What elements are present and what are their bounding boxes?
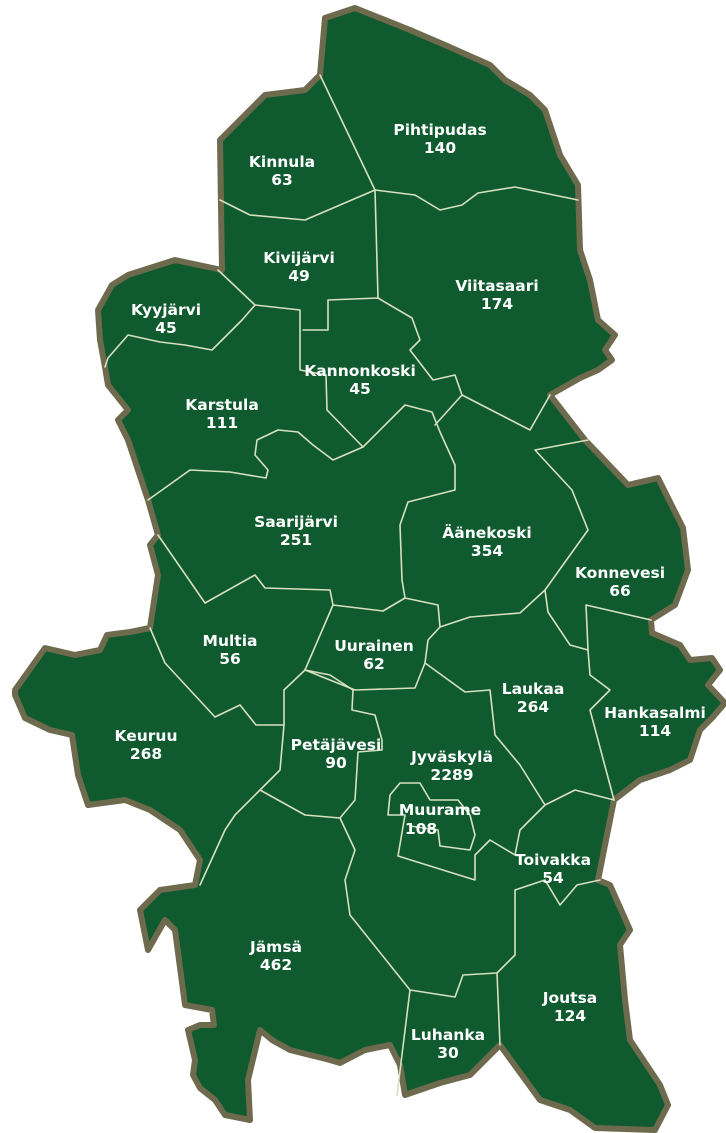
label-pihtipudas: Pihtipudas 140 [393, 121, 486, 157]
name-laukaa: Laukaa [502, 680, 565, 698]
name-luhanka: Luhanka [411, 1026, 485, 1044]
name-uurainen: Uurainen [334, 637, 414, 655]
name-hankasalmi: Hankasalmi [604, 704, 706, 722]
label-karstula: Karstula 111 [185, 396, 259, 432]
label-kinnula: Kinnula 63 [249, 153, 315, 189]
label-laukaa: Laukaa 264 [502, 680, 565, 716]
value-joutsa: 124 [554, 1007, 587, 1025]
value-kannonkoski: 45 [349, 380, 371, 398]
label-multia: Multia 56 [203, 632, 258, 668]
label-joutsa: Joutsa 124 [542, 989, 598, 1025]
name-jamsa: Jämsä [249, 938, 302, 956]
value-toivakka: 54 [542, 869, 564, 887]
region-outline [12, 5, 726, 1133]
value-muurame: 108 [405, 820, 437, 838]
value-saarijarvi: 251 [280, 531, 312, 549]
label-toivakka: Toivakka 54 [515, 851, 591, 887]
name-viitasaari: Viitasaari [455, 277, 538, 295]
name-aanekoski: Äänekoski [442, 523, 531, 542]
name-kyyjarvi: Kyyjärvi [131, 301, 201, 319]
value-konnevesi: 66 [609, 582, 631, 600]
label-saarijarvi: Saarijärvi 251 [254, 513, 338, 549]
label-aanekoski: Äänekoski 354 [442, 523, 531, 560]
name-multia: Multia [203, 632, 258, 650]
value-kinnula: 63 [271, 171, 293, 189]
value-uurainen: 62 [363, 655, 385, 673]
municipal-borders [104, 74, 652, 1096]
name-kinnula: Kinnula [249, 153, 315, 171]
label-jyvaskyla: Jyväskylä 2289 [410, 748, 493, 784]
value-kivijarvi: 49 [288, 267, 310, 285]
name-petajavesi: Petäjävesi [291, 736, 382, 754]
value-viitasaari: 174 [481, 295, 514, 313]
value-kyyjarvi: 45 [155, 319, 177, 337]
label-muurame: Muurame 108 [399, 801, 481, 838]
value-laukaa: 264 [517, 698, 550, 716]
value-hankasalmi: 114 [639, 722, 672, 740]
label-luhanka: Luhanka 30 [411, 1026, 485, 1062]
value-luhanka: 30 [437, 1044, 459, 1062]
label-keuruu: Keuruu 268 [115, 727, 178, 763]
label-konnevesi: Konnevesi 66 [575, 564, 665, 600]
name-toivakka: Toivakka [515, 851, 591, 869]
value-multia: 56 [219, 650, 241, 668]
label-viitasaari: Viitasaari 174 [455, 277, 538, 313]
name-pihtipudas: Pihtipudas [393, 121, 486, 139]
name-jyvaskyla: Jyväskylä [410, 748, 493, 766]
name-kannonkoski: Kannonkoski [304, 362, 416, 380]
label-hankasalmi: Hankasalmi 114 [604, 704, 706, 740]
label-kivijarvi: Kivijärvi 49 [263, 249, 335, 285]
value-pihtipudas: 140 [424, 139, 457, 157]
label-jamsa: Jämsä 462 [249, 938, 302, 974]
name-karstula: Karstula [185, 396, 259, 414]
value-aanekoski: 354 [471, 542, 504, 560]
name-muurame: Muurame [399, 801, 481, 819]
name-konnevesi: Konnevesi [575, 564, 665, 582]
value-karstula: 111 [206, 414, 238, 432]
value-petajavesi: 90 [325, 754, 347, 772]
label-kyyjarvi: Kyyjärvi 45 [131, 301, 201, 337]
name-kivijarvi: Kivijärvi [263, 249, 335, 267]
label-petajavesi: Petäjävesi 90 [291, 736, 382, 772]
name-joutsa: Joutsa [542, 989, 598, 1007]
value-jyvaskyla: 2289 [430, 766, 473, 784]
name-saarijarvi: Saarijärvi [254, 513, 338, 531]
value-keuruu: 268 [130, 745, 162, 763]
value-jamsa: 462 [260, 956, 292, 974]
label-uurainen: Uurainen 62 [334, 637, 414, 673]
name-keuruu: Keuruu [115, 727, 178, 745]
label-kannonkoski: Kannonkoski 45 [304, 362, 416, 398]
